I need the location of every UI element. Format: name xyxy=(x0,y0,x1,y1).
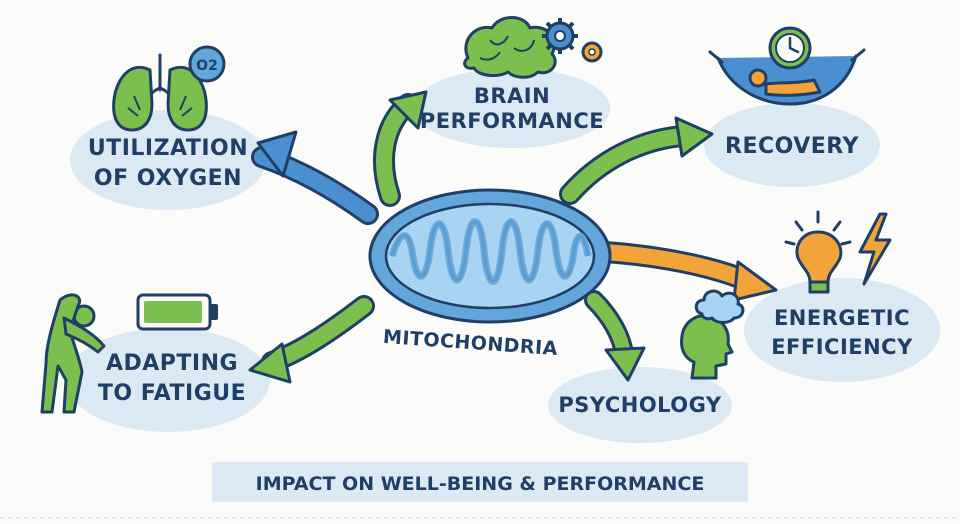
clock-icon xyxy=(768,26,812,70)
bubble-oxygen xyxy=(70,110,266,210)
hammock-icon xyxy=(708,48,866,106)
oxygen-label-line2: OF OXYGEN xyxy=(94,166,242,191)
arrowhead-brain xyxy=(388,90,428,130)
lightning-icon xyxy=(858,212,892,286)
oxygen-badge-label: O2 xyxy=(196,58,218,74)
fatigue-label-line1: ADAPTING xyxy=(106,351,238,376)
bubble-energy xyxy=(744,278,940,382)
footer-banner xyxy=(212,462,748,502)
energy-label-line2: EFFICIENCY xyxy=(771,335,913,359)
stretching-figure-icon xyxy=(40,293,106,414)
footer-title: IMPACT ON WELL-BEING & PERFORMANCE xyxy=(256,473,705,495)
oxygen-badge-icon: O2 xyxy=(188,45,226,83)
lightbulb-icon xyxy=(784,210,852,294)
gear-icon xyxy=(542,18,578,54)
arrowhead-recovery xyxy=(674,116,714,158)
energy-label-line1: ENERGETIC xyxy=(774,306,910,330)
mitochondria-icon xyxy=(368,188,612,324)
arrowhead-psychology xyxy=(604,346,646,382)
battery-icon xyxy=(136,293,218,331)
lungs-icon xyxy=(112,53,208,132)
arrowhead-fatigue xyxy=(248,342,292,384)
fatigue-label-line2: TO FATIGUE xyxy=(98,381,246,406)
center-label: MITOCHONDRIA xyxy=(382,326,558,360)
small-gear-icon xyxy=(581,41,603,63)
arrowhead-energy xyxy=(732,260,778,302)
psychology-label: PSYCHOLOGY xyxy=(558,393,722,417)
brain-label-line2: PERFORMANCE xyxy=(420,109,604,133)
bubble-fatigue xyxy=(66,328,270,432)
arrowhead-oxygen xyxy=(256,130,298,178)
bubble-recovery xyxy=(704,103,880,187)
bubble-psychology xyxy=(548,367,732,443)
thought-cloud-icon xyxy=(694,289,745,324)
brain-icon xyxy=(463,16,557,79)
head-profile-icon xyxy=(680,314,734,380)
recovery-label: RECOVERY xyxy=(725,134,860,159)
brain-label-line1: BRAIN xyxy=(474,84,550,108)
oxygen-label-line1: UTILIZATION xyxy=(88,136,248,161)
bubble-brain xyxy=(414,68,610,148)
